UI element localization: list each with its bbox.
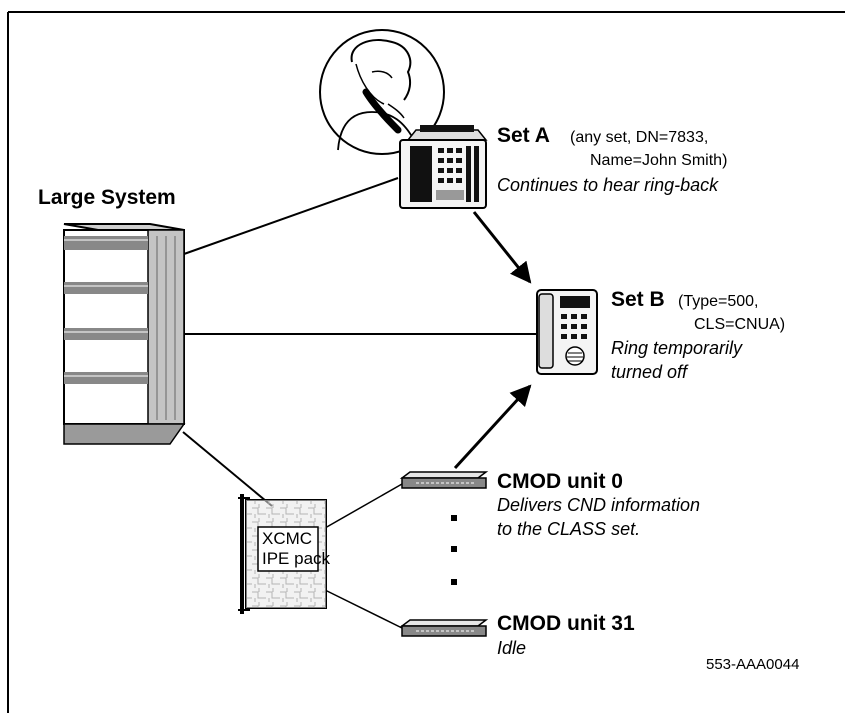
set-a-detail-2: Name=John Smith) bbox=[590, 152, 728, 169]
set-b-detail-1: (Type=500, bbox=[678, 293, 759, 310]
cmod-unit-0-name: CMOD unit 0 bbox=[497, 470, 623, 493]
set-b-phone-icon bbox=[536, 289, 598, 375]
xcmc-ipe-pack-icon bbox=[238, 494, 327, 614]
large-system-cabinet-icon bbox=[63, 223, 186, 445]
cmod-unit-31-name: CMOD unit 31 bbox=[497, 612, 635, 635]
link-system-set-a bbox=[183, 177, 399, 255]
set-b-detail-2: CLS=CNUA) bbox=[694, 316, 786, 333]
link-system-xcmc bbox=[182, 431, 273, 507]
set-a-status: Continues to hear ring-back bbox=[497, 175, 719, 195]
set-b-name: Set B bbox=[611, 288, 665, 311]
cmod-ellipsis-dots bbox=[451, 515, 457, 585]
caller-person-icon bbox=[319, 29, 445, 155]
set-b-status-2: turned off bbox=[611, 362, 688, 382]
set-a-name: Set A bbox=[497, 124, 550, 147]
arrow-cmod0-to-set-b bbox=[453, 384, 532, 470]
link-xcmc-cmod0 bbox=[324, 483, 403, 529]
xcmc-label-line-2: IPE pack bbox=[262, 549, 331, 568]
cmod-unit-0-status-2: to the CLASS set. bbox=[497, 519, 641, 539]
set-a-phone-icon bbox=[399, 125, 488, 209]
cmod-unit-31-icon bbox=[399, 619, 489, 637]
cmod-unit-31-status: Idle bbox=[497, 638, 527, 658]
link-xcmc-cmod31 bbox=[324, 589, 403, 629]
set-a-detail-1: (any set, DN=7833, bbox=[570, 129, 709, 146]
figure-id: 553-AAA0044 bbox=[706, 656, 800, 673]
cmod-unit-0-icon bbox=[399, 471, 489, 489]
arrow-set-a-to-set-b bbox=[472, 211, 532, 284]
large-system-label: Large System bbox=[38, 186, 176, 209]
set-b-status-1: Ring temporarily bbox=[611, 338, 743, 358]
xcmc-label-line-1: XCMC bbox=[262, 529, 313, 548]
cmod-unit-0-status-1: Delivers CND information bbox=[497, 495, 701, 515]
